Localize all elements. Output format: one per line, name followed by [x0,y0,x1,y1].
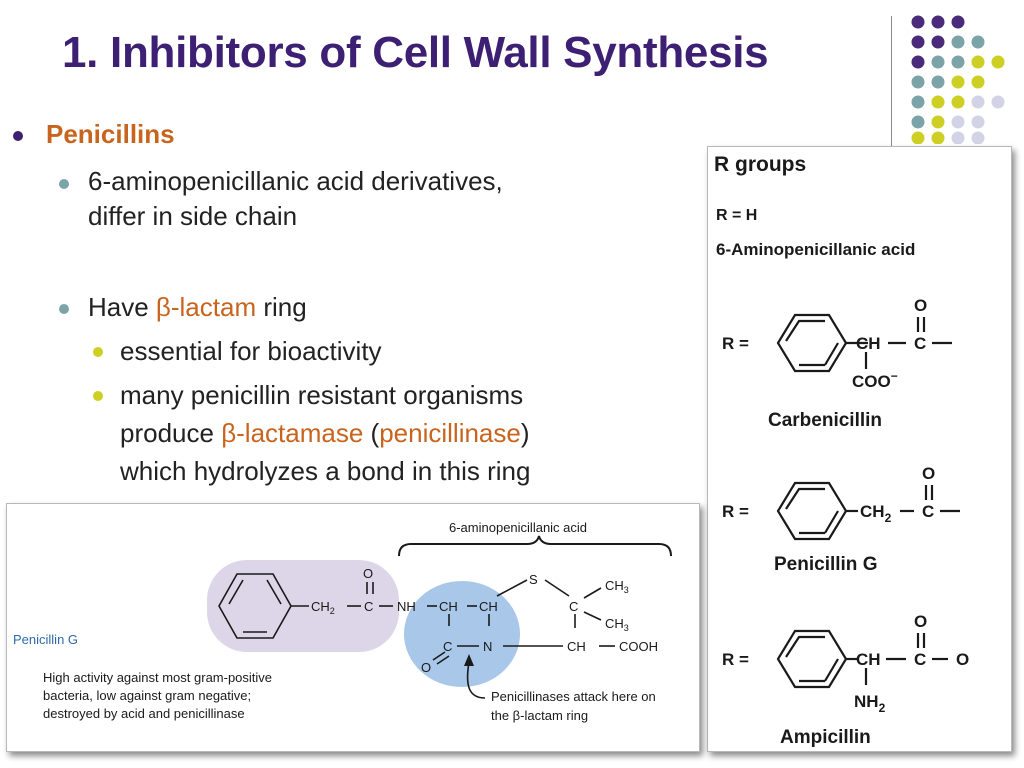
r-equals: R = [722,502,749,521]
ch2-group: CH2 [860,502,892,525]
title-divider [891,16,892,156]
benzene-ring-icon [776,629,848,689]
decorative-dot-grid [911,15,1005,144]
c-atom: C [914,334,926,353]
amide-nh: NH [397,599,416,614]
r-equals: R = [722,334,749,353]
ring-ch-1: CH [439,599,458,614]
have-text: Have [88,292,156,322]
bullet-resistant-line3: which hydrolyzes a bond in this ring [120,456,531,486]
penicillin-g-label: Penicillin G [774,554,877,575]
amine-group: NH2 [854,692,886,715]
paren-close: ) [520,418,530,448]
r-equals-h: R = H [716,207,757,224]
bullet-resistant-line2: produce β-lactamase (penicillinase) [120,418,530,449]
slide-title: 1. Inhibitors of Cell Wall Synthesis [62,28,769,77]
methyl-2: CH3 [605,616,629,633]
penicillin-g-figure: 6-aminopenicillanic acid [6,503,700,752]
o-atom: O [922,464,935,483]
bullet-penicillins: Penicillins [46,119,175,149]
bullet-dot-icon [93,347,103,357]
lactam-n: N [483,639,492,654]
bullet-dot-icon [93,391,103,401]
penicillinase-term: penicillinase [379,418,521,448]
lactam-o: O [421,660,431,675]
bullet-beta-lactam-ring: Have β-lactam ring [88,292,307,323]
sulfur-atom: S [529,572,538,587]
c-atom: C [922,502,934,521]
apa-label: 6-Aminopenicillanic acid [716,240,915,259]
apa-brace [398,535,672,557]
attack-arrow [466,661,486,699]
bullet-derivatives-line2: differ in side chain [88,201,298,231]
produce-text: produce [120,418,222,448]
bullet-resistant-line1: many penicillin resistant organisms [120,380,524,410]
bullet-dot-icon [59,179,69,189]
ring-text: ring [256,292,307,322]
methyl-1: CH3 [605,578,629,595]
r-groups-figure: R groups R = H 6-Aminopenicillanic acid … [707,146,1012,752]
description-line1: High activity against most gram-positive [43,670,272,685]
bullet-derivatives-line1: 6-aminopenicillanic acid derivatives, [88,166,503,196]
carboxylic-acid: COOH [619,639,658,654]
benzene-double-bond [785,319,825,342]
beta-lactam-highlight [404,581,520,687]
o-atom: O [956,650,969,669]
carbenicillin-label: Carbenicillin [768,410,882,431]
carbonyl-o: O [363,566,373,581]
carbonyl-c: C [364,599,373,614]
ring-ch-2: CH [479,599,498,614]
o-atom: O [914,612,927,631]
c-atom: C [914,650,926,669]
quaternary-c: C [569,599,578,614]
arrow-head-icon [464,654,474,666]
lactam-c: C [443,639,452,654]
penicillin-g-diagram: 6-aminopenicillanic acid [13,520,672,723]
benzene-ring-icon [776,481,848,541]
r-groups-diagram: R groups R = H 6-Aminopenicillanic acid … [714,153,969,748]
description-line3: destroyed by acid and penicillinase [43,706,245,721]
bullet-dot-icon [59,304,69,314]
bullet-markers [13,131,103,401]
apa-brace-label: 6-aminopenicillanic acid [449,520,587,535]
ampicillin-label: Ampicillin [780,727,871,748]
penicillin-g-name: Penicillin G [13,632,78,647]
paren-open: ( [363,418,380,448]
r-groups-heading: R groups [714,153,806,176]
description-line2: bacteria, low against gram negative; [43,688,251,703]
attack-note-line1: Penicillinases attack here on [491,689,656,704]
beta-lactam-term: β-lactam [155,292,257,322]
bullet-essential: essential for bioactivity [120,336,382,366]
beta-lactamase-term: β-lactamase [221,418,364,448]
attack-note-line2: the β-lactam ring [491,708,588,723]
bullet-dot-icon [13,131,23,141]
benzene-ring-icon [776,313,848,373]
o-atom: O [914,296,927,315]
ch-atom: CH [856,650,881,669]
ch2-group: CH2 [311,599,335,616]
carboxylate-group: COO− [852,369,898,391]
r-equals: R = [722,650,749,669]
ring-ch-3: CH [567,639,586,654]
ch-atom: CH [856,334,881,353]
